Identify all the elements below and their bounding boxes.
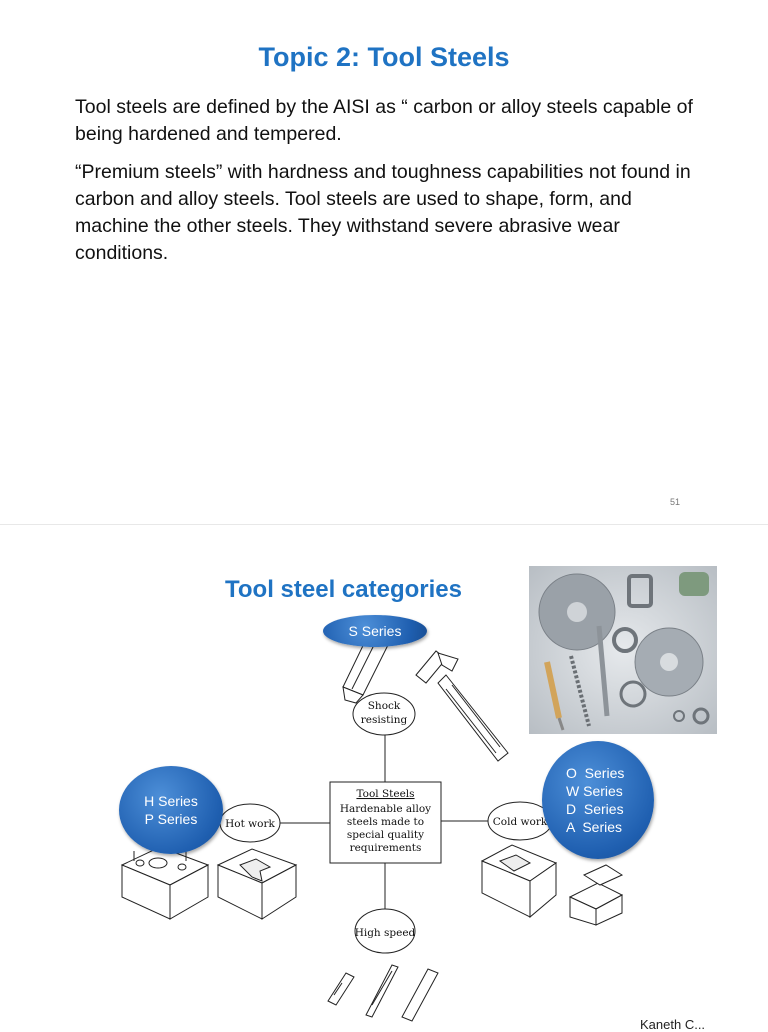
bubble-s-series: S Series <box>323 615 427 647</box>
hot-work-die-illustration-2 <box>218 849 296 919</box>
bubble-h-series-label: H Series <box>119 792 223 810</box>
tool-parts-photo-art <box>529 566 717 734</box>
bubble-p-series-label: P Series <box>119 810 223 828</box>
center-box-line-3: special quality <box>347 829 424 841</box>
center-box-line-4: requirements <box>350 842 422 854</box>
slide-title: Topic 2: Tool Steels <box>0 42 768 73</box>
node-shock-label-1: Shock <box>368 700 401 712</box>
paragraph-definition: Tool steels are defined by the AISI as “… <box>75 94 700 148</box>
tool-parts-photo <box>529 566 717 734</box>
slide-tool-steel-categories: Tool Steels Hardenable alloy steels made… <box>0 525 768 1024</box>
node-high-speed-label: High speed <box>355 927 416 939</box>
slide-topic-tool-steels: Topic 2: Tool Steels Tool steels are def… <box>0 0 768 525</box>
high-speed-tools-illustration <box>328 965 438 1021</box>
node-hot-work-label: Hot work <box>225 818 275 830</box>
hot-work-die-illustration-1 <box>122 847 208 919</box>
bubble-o-series-label: O Series <box>566 764 624 782</box>
author-footer: Kaneth C... <box>640 1017 705 1032</box>
slide-title-categories: Tool steel categories <box>225 576 462 604</box>
page-number: 51 <box>670 497 680 507</box>
center-box-heading: Tool Steels <box>356 788 414 800</box>
bubble-o-w-d-a-series: O Series W Series D Series A Series <box>542 741 654 859</box>
bubble-h-p-series: H Series P Series <box>119 766 223 854</box>
cold-work-die-illustration-1 <box>482 845 556 917</box>
center-box-line-2: steels made to <box>347 816 424 828</box>
center-box-line-1: Hardenable alloy <box>340 803 431 815</box>
node-cold-work-label: Cold work <box>493 816 548 828</box>
node-shock-label-2: resisting <box>361 714 408 726</box>
bubble-d-series-label: D Series <box>566 800 624 818</box>
cold-work-die-illustration-2 <box>570 865 622 925</box>
hammer-illustration <box>416 651 508 761</box>
bubble-w-series-label: W Series <box>566 782 623 800</box>
paragraph-premium-steels: “Premium steels” with hardness and tough… <box>75 159 700 267</box>
bubble-a-series-label: A Series <box>566 818 622 836</box>
